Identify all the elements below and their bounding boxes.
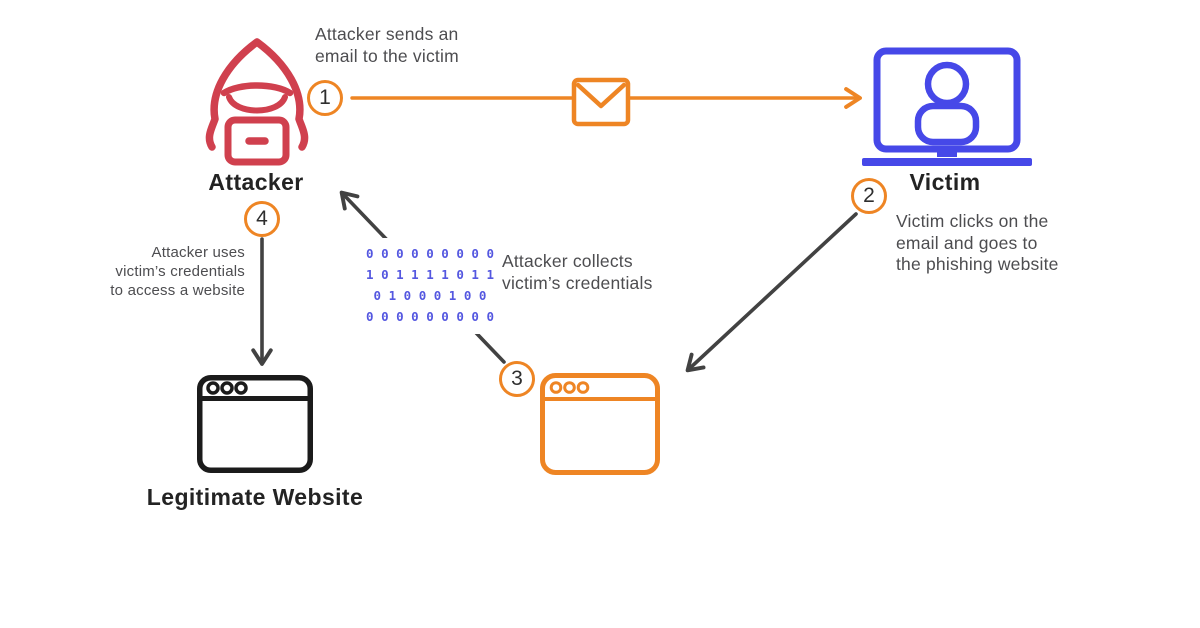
victim-label: Victim [909, 169, 981, 195]
legitimate-website-label: Legitimate Website [146, 484, 364, 510]
victim-laptop-icon [862, 47, 1032, 166]
attacker-icon [205, 38, 309, 166]
binary-row: 0 0 0 0 0 0 0 0 0 [366, 246, 494, 261]
step3-caption: Attacker collects victim’s credentials [502, 251, 653, 293]
step2-caption: Victim clicks on the email and goes to t… [896, 211, 1059, 274]
binary-row: 0 1 0 0 0 1 0 0 [373, 288, 487, 303]
attacker-label: Attacker [208, 169, 304, 195]
step4-badge: 4 [244, 201, 280, 237]
binary-backdrop [364, 238, 496, 334]
binary-row: 1 0 1 1 1 1 0 1 1 [366, 267, 494, 282]
envelope-icon [571, 77, 631, 127]
victim-to-phishing-arrow [685, 212, 858, 373]
binary-code: 0 0 0 0 0 0 0 0 0 1 0 1 1 1 1 0 1 1 0 1 … [366, 243, 494, 327]
binary-row: 0 0 0 0 0 0 0 0 0 [366, 309, 494, 324]
step4-caption: Attacker uses victim’s credentials to ac… [110, 244, 245, 299]
step2-badge: 2 [851, 178, 887, 214]
step1-caption: Attacker sends an email to the victim [315, 24, 459, 66]
step1-badge: 1 [307, 80, 343, 116]
legitimate-site-icon [197, 375, 313, 473]
phishing-site-icon [540, 373, 660, 475]
step3-badge: 3 [499, 361, 535, 397]
